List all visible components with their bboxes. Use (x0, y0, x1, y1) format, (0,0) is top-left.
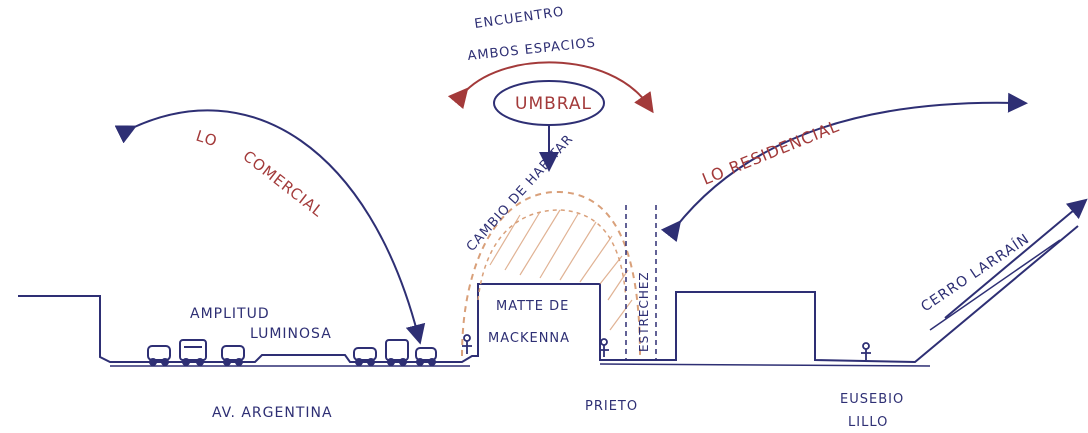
person-icon (599, 338, 609, 357)
car-icon (147, 345, 171, 366)
cerro-larrain-label: CERRO LARRAÍN (918, 230, 1033, 315)
arch-hatching (489, 209, 633, 331)
lillo-label: LILLO (848, 415, 888, 430)
threshold-arch-inner (477, 209, 627, 301)
lo-label: LO (194, 127, 220, 151)
av-argentina-label: AV. ARGENTINA (212, 405, 333, 421)
ground-profile-line (18, 225, 1079, 364)
umbral-label: UMBRAL (515, 94, 592, 114)
encuentro-arc-arrow (447, 61, 654, 114)
eusebio-label: EUSEBIO (840, 392, 904, 407)
luminosa-label: LUMINOSA (250, 326, 332, 342)
cerro-arrow (944, 198, 1088, 319)
prieto-label: PRIETO (585, 399, 638, 414)
car-icon (353, 347, 377, 366)
comercial-arc-arrow (114, 109, 426, 345)
encuentro-label: ENCUENTRO (473, 4, 565, 31)
lo-residencial-label: LO RESIDENCIAL (699, 116, 842, 188)
threshold-arch (461, 190, 641, 357)
matte-de-label: MATTE DE (496, 299, 569, 314)
person-icon (462, 334, 472, 354)
amplitud-label: AMPLITUD (190, 306, 270, 322)
mackenna-label: MACKENNA (488, 331, 570, 346)
comercial-label: COMERCIAL (240, 147, 327, 221)
ground-base-line (110, 363, 931, 367)
bus-icon (179, 339, 207, 366)
bus-icon (385, 339, 409, 366)
ambos-espacios-label: AMBOS ESPACIOS (467, 36, 597, 64)
cerro-slope-line (929, 239, 1061, 331)
estrechez-label: ESTRECHEZ (637, 271, 651, 352)
car-icon (221, 345, 245, 366)
person-icon (861, 342, 871, 360)
residencial-arc-arrow (660, 92, 1028, 243)
car-icon (415, 347, 437, 366)
cambio-de-habitar-label: CAMBIO DE HABITAR (464, 132, 577, 255)
